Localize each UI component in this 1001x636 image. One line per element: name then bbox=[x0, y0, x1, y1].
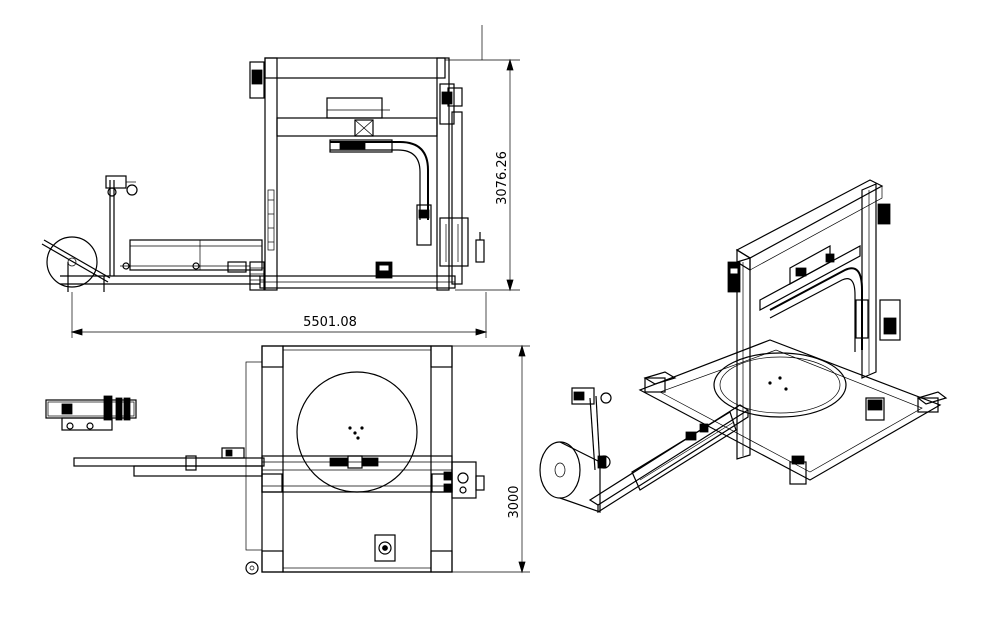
iso-carriage bbox=[789, 244, 831, 286]
carriage bbox=[329, 139, 393, 153]
plan-conveyor-arm bbox=[73, 457, 265, 467]
iso-ring-rail bbox=[769, 267, 863, 350]
plan-base-motor bbox=[374, 534, 396, 562]
iso-base-platform bbox=[638, 339, 942, 481]
front-elevation-view bbox=[41, 57, 485, 292]
turntable bbox=[296, 371, 418, 493]
height-dimension-label: 3076.26 bbox=[495, 151, 510, 205]
wrap-head bbox=[416, 204, 432, 246]
top-beam bbox=[264, 57, 446, 79]
right-side-post bbox=[451, 111, 463, 285]
iso-left-column bbox=[736, 257, 751, 460]
right-motor bbox=[439, 83, 455, 125]
iso-conveyor-arm bbox=[588, 404, 750, 506]
plan-film-holder bbox=[45, 399, 137, 419]
control-box bbox=[439, 217, 469, 267]
upper-crossbar bbox=[276, 117, 438, 137]
plan-view bbox=[45, 345, 485, 575]
depth-dimension: 3000 bbox=[452, 344, 530, 574]
film-reel bbox=[46, 236, 98, 288]
ring-rail bbox=[330, 141, 429, 220]
plan-crossbeam bbox=[261, 455, 453, 493]
plan-outer-frame bbox=[261, 345, 453, 573]
width-dimension-label: 5501.08 bbox=[303, 315, 357, 330]
isometric-view bbox=[539, 179, 948, 514]
iso-right-motor bbox=[877, 203, 891, 225]
iso-turntable bbox=[713, 352, 847, 418]
pulley-bracket bbox=[105, 175, 127, 189]
depth-dimension-label: 3000 bbox=[507, 485, 522, 518]
height-dimension: 3076.26 bbox=[445, 25, 520, 292]
left-column bbox=[264, 57, 278, 291]
iso-left-motor bbox=[727, 261, 741, 293]
iso-film-reel bbox=[539, 441, 581, 499]
left-motor bbox=[249, 61, 265, 99]
width-dimension: 5501.08 bbox=[70, 292, 488, 338]
conveyor-arm bbox=[129, 239, 263, 271]
